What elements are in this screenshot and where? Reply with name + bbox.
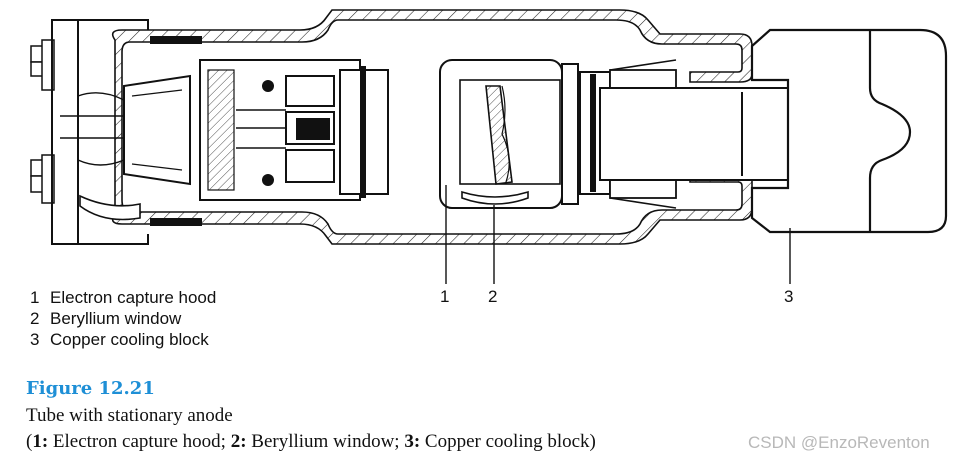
legend-item: 2 Beryllium window	[30, 308, 216, 329]
legend-label: Beryllium window	[50, 309, 182, 328]
legend-label: Electron capture hood	[50, 288, 217, 307]
callout-1: 1	[440, 287, 450, 306]
copper-cooling-block	[750, 28, 948, 234]
feedthrough-insulator	[60, 74, 191, 221]
watermark: CSDN @EnzoReventon	[748, 433, 930, 452]
beryllium-window	[461, 190, 529, 205]
cathode-assembly	[150, 36, 389, 226]
caption-number-1: 1:	[32, 431, 49, 452]
caption-number-3: 3:	[404, 431, 421, 452]
caption-text-2: Beryllium window;	[246, 431, 405, 452]
legend-label: Copper cooling block	[50, 330, 209, 349]
electron-capture-hood	[485, 85, 513, 185]
figure-label: Figure 12.21	[26, 378, 155, 399]
x-ray-tube-diagram	[30, 9, 948, 284]
tube-housing-left	[51, 19, 149, 245]
figure-title: Tube with stationary anode	[26, 405, 233, 426]
figure-caption: (1: Electron capture hood; 2: Beryllium …	[26, 431, 596, 453]
callout-3: 3	[784, 287, 794, 306]
anode-stem	[599, 87, 809, 181]
callout-leader-lines	[445, 185, 791, 284]
caption-text-1: Electron capture hood;	[48, 431, 231, 452]
connector-pins	[30, 39, 55, 204]
legend-item: 1 Electron capture hood	[30, 287, 216, 308]
caption-open: (	[26, 431, 33, 452]
legend-item: 3 Copper cooling block	[30, 329, 216, 350]
legend-number: 3	[30, 330, 40, 349]
caption-text-3: Copper cooling block)	[420, 431, 596, 452]
legend-number: 1	[30, 288, 40, 307]
callout-2: 2	[488, 287, 498, 306]
caption-number-2: 2:	[230, 431, 247, 452]
legend: 1 Electron capture hood 2 Beryllium window…	[30, 287, 216, 350]
legend-number: 2	[30, 309, 40, 328]
